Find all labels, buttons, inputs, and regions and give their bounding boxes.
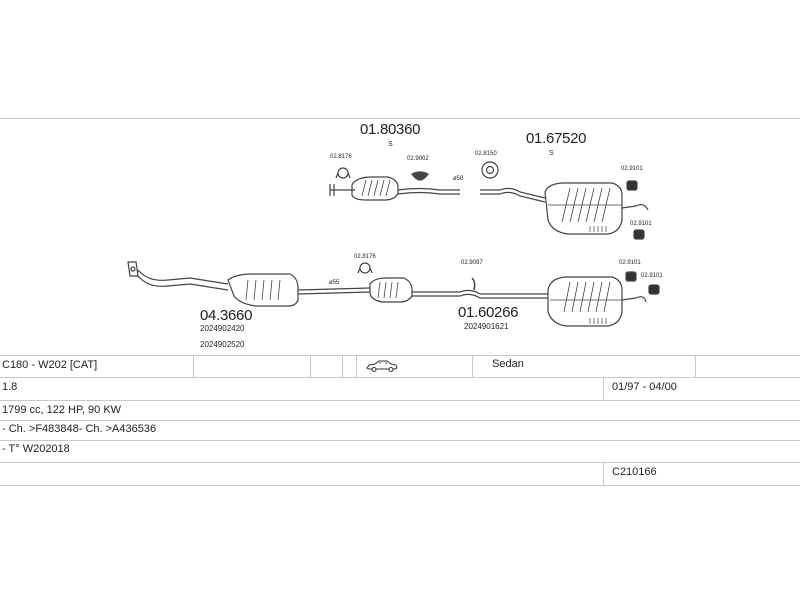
upper-front-flange xyxy=(329,184,335,196)
lower-rear-part-no: 01.60266 xyxy=(458,304,519,321)
lower-rear-oem: 2024901621 xyxy=(464,322,509,331)
table-divider xyxy=(603,462,604,485)
lower-tail-pipe xyxy=(621,296,647,303)
chassis-cell: - Ch. >F483848- Ch. >A436536 xyxy=(2,423,157,435)
lower-cat-oem-1: 2024902420 xyxy=(200,324,245,333)
hanger-rubber-icon xyxy=(625,271,637,282)
upper-pipe-diameter: ø50 xyxy=(453,176,464,182)
hanger-rubber-icon xyxy=(633,229,645,240)
upper-middle-muffler xyxy=(351,176,399,201)
table-divider xyxy=(356,355,357,377)
upper-mid-pipe xyxy=(397,187,460,191)
lower-cat-part-no: 04.3660 xyxy=(200,307,253,324)
hanger-icon xyxy=(471,277,476,291)
lower-rear-pipe xyxy=(412,289,548,295)
upper-rear-silencer xyxy=(544,182,623,235)
upper-hanger-label: 02.9002 xyxy=(407,156,429,162)
catalytic-converter xyxy=(227,273,299,307)
body-type-cell: Sedan xyxy=(492,358,524,370)
downpipe-flange-icon xyxy=(127,261,139,277)
upper-rear-hanger-bottom-label: 02.9101 xyxy=(630,221,652,227)
table-divider xyxy=(695,355,696,377)
table-line xyxy=(0,377,800,378)
upper-rear-hanger-top-label: 02.9101 xyxy=(621,166,643,172)
table-line xyxy=(0,485,800,486)
table-line xyxy=(0,420,800,421)
top-border xyxy=(0,118,800,119)
table-divider xyxy=(342,355,343,377)
table-divider xyxy=(472,355,473,377)
upper-rear-suffix: S xyxy=(549,150,554,157)
sedan-car-icon xyxy=(366,360,398,372)
lower-clamp-label: 02.8176 xyxy=(354,254,376,260)
clamp-icon xyxy=(337,167,349,179)
model-cell: C180 - W202 [CAT] xyxy=(2,359,98,371)
lower-rear-silencer xyxy=(547,276,623,327)
upper-clamp-label: 02.8176 xyxy=(330,154,352,160)
ring-icon xyxy=(481,161,499,179)
kit-code-cell: C210166 xyxy=(612,466,657,478)
specs-cell: 1799 cc, 122 HP, 90 KW xyxy=(2,404,122,416)
hanger-rubber-icon xyxy=(626,180,638,191)
upper-front-part-no: 01.80360 xyxy=(360,121,421,138)
upper-front-suffix: S xyxy=(388,141,393,148)
clamp-icon xyxy=(359,262,371,274)
lower-rear-hanger-top-label: 02.9101 xyxy=(619,260,641,266)
type-code-cell: - T° W202018 xyxy=(2,443,70,455)
table-line xyxy=(0,462,800,463)
lower-rear-hanger-bottom-label: 02.9101 xyxy=(641,273,663,279)
upper-rear-pipe xyxy=(480,187,546,199)
engine-cell: 1.8 xyxy=(2,381,18,393)
lower-hanger-label: 02.9097 xyxy=(461,260,483,266)
table-line xyxy=(0,355,800,356)
table-divider xyxy=(193,355,194,377)
table-line xyxy=(0,440,800,441)
table-divider xyxy=(310,355,311,377)
lower-downpipe xyxy=(131,265,229,285)
upper-ring-label: 02.8150 xyxy=(475,151,497,157)
hanger-icon xyxy=(411,171,429,181)
hanger-rubber-icon xyxy=(648,284,660,295)
table-divider xyxy=(603,377,604,400)
upper-rear-part-no: 01.67520 xyxy=(526,130,587,147)
lower-front-pipe xyxy=(297,287,371,291)
lower-pipe-diameter: ø55 xyxy=(329,280,340,286)
table-line xyxy=(0,400,800,401)
lower-cat-oem-2: 2024902520 xyxy=(200,340,245,349)
exhaust-diagram xyxy=(127,161,660,327)
production-cell: 01/97 - 04/00 xyxy=(612,381,677,393)
upper-tail-pipe xyxy=(621,204,649,211)
